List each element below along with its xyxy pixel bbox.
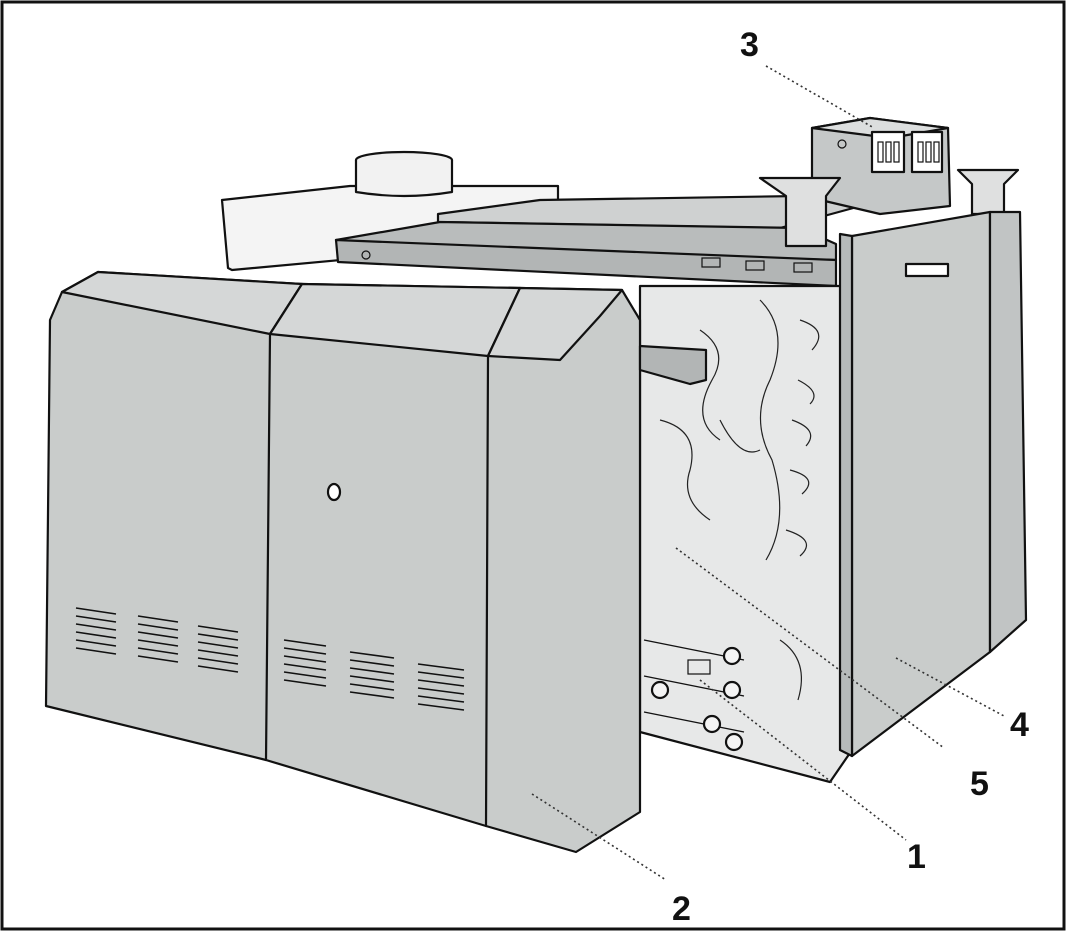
callout-number-3: 3: [740, 26, 759, 64]
insulation-wrap: [638, 284, 854, 784]
leader-line-1: [699, 679, 907, 841]
front-corner-panel: [484, 286, 642, 854]
burner-control-unit: [758, 116, 1020, 248]
right-side-panel: [838, 210, 1028, 758]
front-panel-middle: [264, 282, 522, 828]
leader-line-5: [675, 547, 945, 749]
callout-number-4: 4: [1010, 706, 1029, 744]
leader-line-4: [895, 657, 1005, 717]
top-cover-plate: [334, 194, 870, 288]
inner-rail: [638, 344, 708, 386]
callout-number-5: 5: [970, 765, 989, 803]
front-panel-left: [44, 270, 304, 762]
callout-number-2: 2: [672, 890, 691, 928]
callout-number-1: 1: [907, 838, 926, 876]
leader-line-3: [765, 65, 875, 129]
leader-line-2: [531, 793, 667, 881]
